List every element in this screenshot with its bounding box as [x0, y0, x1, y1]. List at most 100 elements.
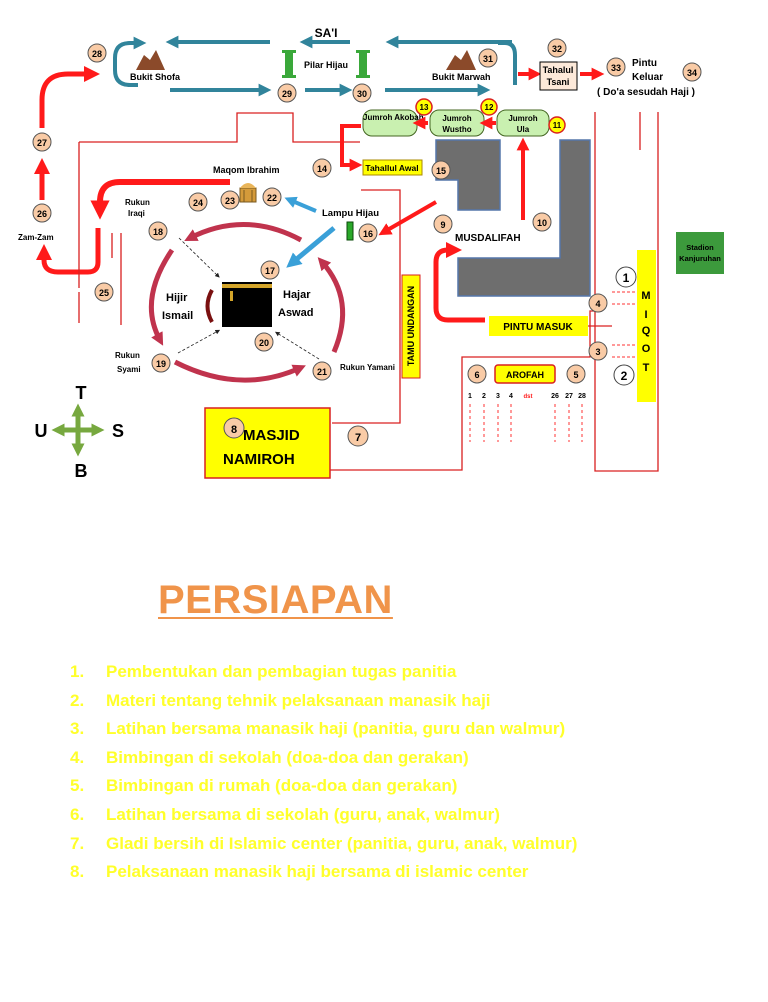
hijir-ismail-arc [205, 289, 214, 323]
step-marker-8: 8 [223, 417, 245, 439]
arofah-col-28: 28 [578, 393, 586, 400]
jumroh-akobah-label: Jumroh Akobah [363, 113, 424, 122]
pintu-keluar-line1: Pintu [632, 58, 657, 69]
jumroh-ula-line1: Jumroh [508, 114, 537, 123]
compass-rose [51, 403, 105, 457]
miqot-letter-q: Q [642, 325, 651, 337]
step-marker-19: 19 [151, 353, 171, 373]
arofah-col-26: 26 [551, 393, 559, 400]
step-markers: 1 2 3 4 5 6 7 8 9 10 11 12 13 14 15 16 1… [32, 38, 702, 447]
miqot-letter-i: I [644, 309, 647, 321]
tamu-undangan-box [401, 274, 421, 379]
step-marker-10: 10 [532, 212, 552, 232]
tahalul-tsani-line1: Tahalul [543, 65, 574, 75]
step-marker-17: 17 [260, 260, 280, 280]
tahalul-tsani-line2: Tsani [547, 77, 570, 87]
masjid-namiroh-line1: MASJID [243, 427, 300, 444]
stadion-line2: Kanjuruhan [679, 254, 721, 263]
svg-text:6: 6 [474, 370, 479, 380]
svg-text:7: 7 [355, 432, 361, 444]
rukun-yamani-label: Rukun Yamani [340, 363, 395, 372]
rukun-syami-line2: Syami [117, 365, 141, 374]
step-marker-3: 3 [588, 341, 608, 361]
list-item: 4.Bimbingan di sekolah (doa-doa dan gera… [70, 744, 577, 773]
arofah-col-4: 4 [509, 393, 513, 400]
step-marker-23: 23 [220, 190, 240, 210]
list-item-number: 4. [70, 747, 85, 767]
tahallul-awal-label: Tahallul Awal [365, 163, 418, 173]
svg-text:31: 31 [483, 54, 493, 64]
rukun-syami-line1: Rukun [115, 351, 140, 360]
step-marker-2: 2 [613, 364, 635, 386]
rukun-iraqi-line2: Iraqi [128, 209, 145, 218]
step-marker-31: 31 [478, 48, 498, 68]
arofah-col-3: 3 [496, 393, 500, 400]
step-marker-22: 22 [262, 187, 282, 207]
svg-text:25: 25 [99, 288, 109, 298]
list-item-number: 1. [70, 662, 85, 681]
step-marker-5: 5 [566, 364, 586, 384]
step-marker-16: 16 [358, 223, 378, 243]
hill-shofa-icon [136, 50, 165, 70]
svg-text:34: 34 [687, 68, 697, 78]
route-to-zamzam [90, 179, 230, 220]
list-item: 3.Latihan bersama manasik haji (panitia,… [70, 715, 577, 744]
step-marker-28: 28 [87, 43, 107, 63]
bukit-marwah-label: Bukit Marwah [432, 72, 491, 82]
svg-text:5: 5 [573, 370, 578, 380]
zamzam-label: Zam-Zam [18, 233, 54, 242]
step-marker-9: 9 [433, 214, 453, 234]
musdalifah-label: MUSDALIFAH [455, 233, 521, 244]
arofah-col-1: 1 [468, 393, 472, 400]
svg-text:22: 22 [267, 193, 277, 203]
persiapan-list: 1. Pembentukan dan pembagian tugas paniti… [70, 658, 577, 887]
step-marker-7: 7 [347, 425, 369, 447]
svg-text:13: 13 [420, 103, 429, 112]
svg-text:21: 21 [317, 367, 327, 377]
svg-text:12: 12 [485, 103, 494, 112]
compass-west: U [35, 421, 48, 441]
svg-text:8: 8 [231, 424, 237, 436]
hajar-aswad-line1: Hajar [283, 289, 311, 301]
list-item-text: Pembentukan dan pembagian tugas panitia [106, 662, 457, 681]
svg-text:18: 18 [153, 227, 163, 237]
pintu-masuk-box [489, 316, 588, 336]
svg-text:33: 33 [611, 63, 621, 73]
tamu-undangan-label: TAMU UNDANGAN [406, 286, 416, 366]
pilar-hijau-label: Pilar Hijau [304, 60, 348, 70]
svg-text:4: 4 [595, 299, 600, 309]
list-item-text: Latihan bersama di sekolah (guru, anak, … [106, 804, 500, 824]
step-marker-34: 34 [682, 62, 702, 82]
pintu-masuk-label: PINTU MASUK [503, 322, 573, 333]
svg-text:3: 3 [595, 347, 600, 357]
step-marker-18: 18 [148, 221, 168, 241]
list-item: 6. Latihan bersama di sekolah (guru, anak… [70, 801, 577, 830]
hajar-aswad-line2: Aswad [278, 307, 313, 319]
list-item: 1. Pembentukan dan pembagian tugas paniti… [70, 658, 577, 687]
svg-text:16: 16 [363, 229, 373, 239]
svg-text:1: 1 [623, 271, 630, 285]
arofah-columns: 1 2 3 4 dst 26 27 28 [468, 393, 586, 400]
arofah-label: AROFAH [506, 370, 544, 380]
miqot-letter-m: M [641, 290, 650, 302]
list-item-number: 6. [70, 804, 85, 824]
sai-title: SA'I [315, 26, 338, 40]
stadion-line1: Stadion [686, 243, 714, 252]
doa-sesudah-haji: ( Do'a sesudah Haji ) [597, 87, 695, 98]
svg-text:30: 30 [357, 89, 367, 99]
lampu-hijau-label: Lampu Hijau [322, 208, 379, 219]
list-item-text: Materi tentang tehnik pelaksanaan manasi… [106, 690, 491, 710]
jumroh-boxes [362, 109, 550, 137]
step-marker-14: 14 [312, 158, 332, 178]
arrow-to-maqom [284, 196, 317, 213]
hijir-ismail-line2: Ismail [162, 310, 193, 322]
route-zamzam-to-shofa [33, 65, 101, 275]
svg-text:14: 14 [317, 164, 327, 174]
persiapan-heading: PERSIAPAN [158, 578, 393, 622]
miqot-letter-t: T [643, 362, 650, 374]
arrow-lampu-to-kaaba [286, 226, 336, 268]
sai-arrows [113, 35, 517, 97]
step-marker-12: 12 [480, 98, 498, 116]
step-marker-32: 32 [547, 38, 567, 58]
list-item-text: Gladi bersih di Islamic center (panitia,… [106, 833, 578, 853]
